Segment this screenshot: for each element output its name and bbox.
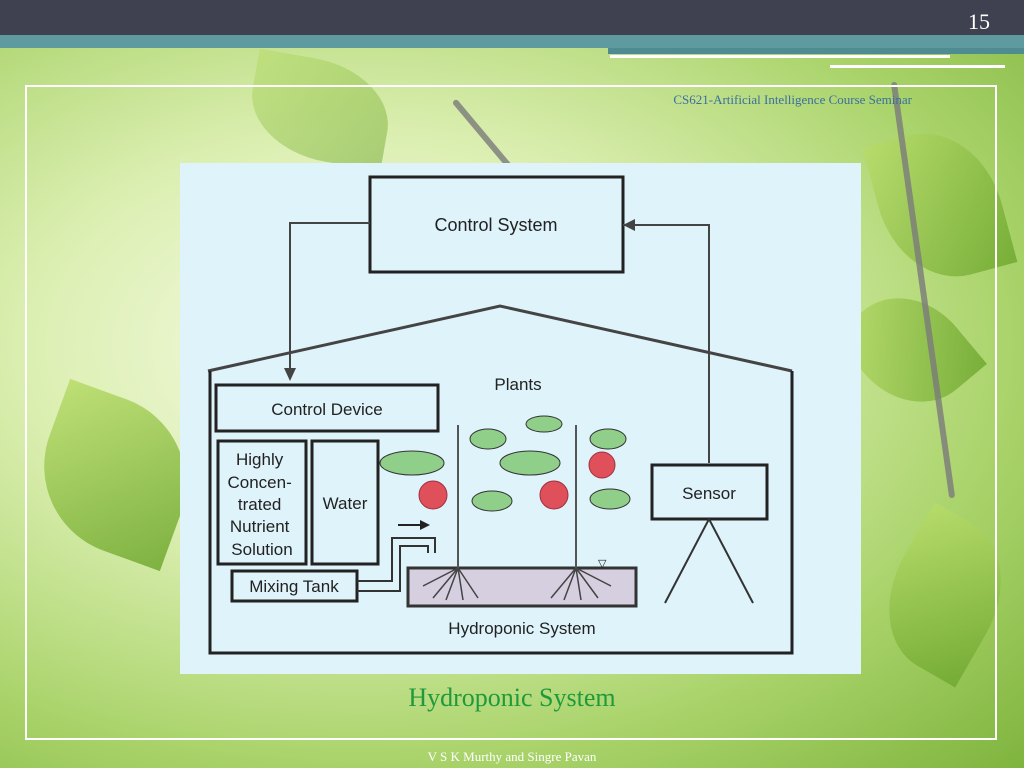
arrow-down-icon	[284, 368, 296, 381]
plant-leaf	[589, 488, 631, 510]
slide-footer: V S K Murthy and Singre Pavan	[427, 749, 597, 764]
figure-caption: Hydroponic System	[408, 683, 616, 712]
water-level-icon: ▽	[598, 558, 607, 570]
arrow-left-icon	[623, 219, 635, 231]
header-rule	[610, 55, 950, 58]
control-line-left	[289, 222, 370, 373]
hydroponic-system-label: Hydroponic System	[448, 619, 595, 638]
mixing-tank-box	[230, 569, 359, 603]
nutrient-label: Highly Concen- trated Nutrient Solution	[228, 450, 297, 559]
slide-number: 15	[968, 9, 990, 34]
nutrient-line: Nutrient	[230, 517, 290, 536]
top-bar	[0, 0, 1024, 35]
greenhouse-walls	[208, 371, 794, 655]
content-frame	[25, 85, 997, 740]
mixing-tank-label: Mixing Tank	[249, 577, 339, 596]
control-device-box	[214, 383, 440, 433]
supply-pipe	[357, 537, 436, 582]
control-system-label: Control System	[434, 215, 557, 235]
nutrient-line: Highly	[236, 450, 284, 469]
arrow-right-icon	[420, 520, 430, 530]
plant-leaf	[589, 428, 627, 450]
water-label: Water	[323, 494, 368, 513]
plant-roots	[550, 567, 612, 601]
greenhouse-roof	[207, 304, 793, 373]
accent-bar	[0, 35, 1024, 48]
sensor-stand	[664, 516, 754, 604]
water-tank-box	[310, 439, 380, 566]
diagram-panel: Control System Plants Control Device Hig…	[180, 163, 861, 674]
nutrient-line: Concen-	[228, 473, 292, 492]
plant-roots	[422, 567, 479, 601]
hydroponic-diagram: Control System Plants Control Device Hig…	[207, 175, 794, 655]
plant-leaf	[499, 450, 561, 476]
nutrient-tank-box	[216, 439, 308, 566]
control-device-label: Control Device	[271, 400, 383, 419]
nutrient-line: Solution	[231, 540, 292, 559]
plant-leaf	[469, 428, 507, 450]
course-title: CS621-Artificial Intelligence Course Sem…	[673, 92, 912, 107]
plant-leaf	[471, 490, 513, 512]
header-rule	[830, 65, 1005, 68]
supply-pipe-inner	[357, 545, 429, 592]
plants-label: Plants	[494, 375, 541, 394]
nutrient-line: trated	[238, 495, 281, 514]
plant-leaf	[379, 450, 445, 476]
plant-fruit	[588, 451, 616, 479]
sensor-feedback-line	[623, 224, 710, 463]
accent-bar-secondary	[608, 48, 1024, 54]
plant-leaf	[525, 415, 563, 433]
plant-fruit	[539, 480, 569, 510]
plant-fruit	[418, 480, 448, 510]
sensor-label: Sensor	[682, 484, 736, 503]
